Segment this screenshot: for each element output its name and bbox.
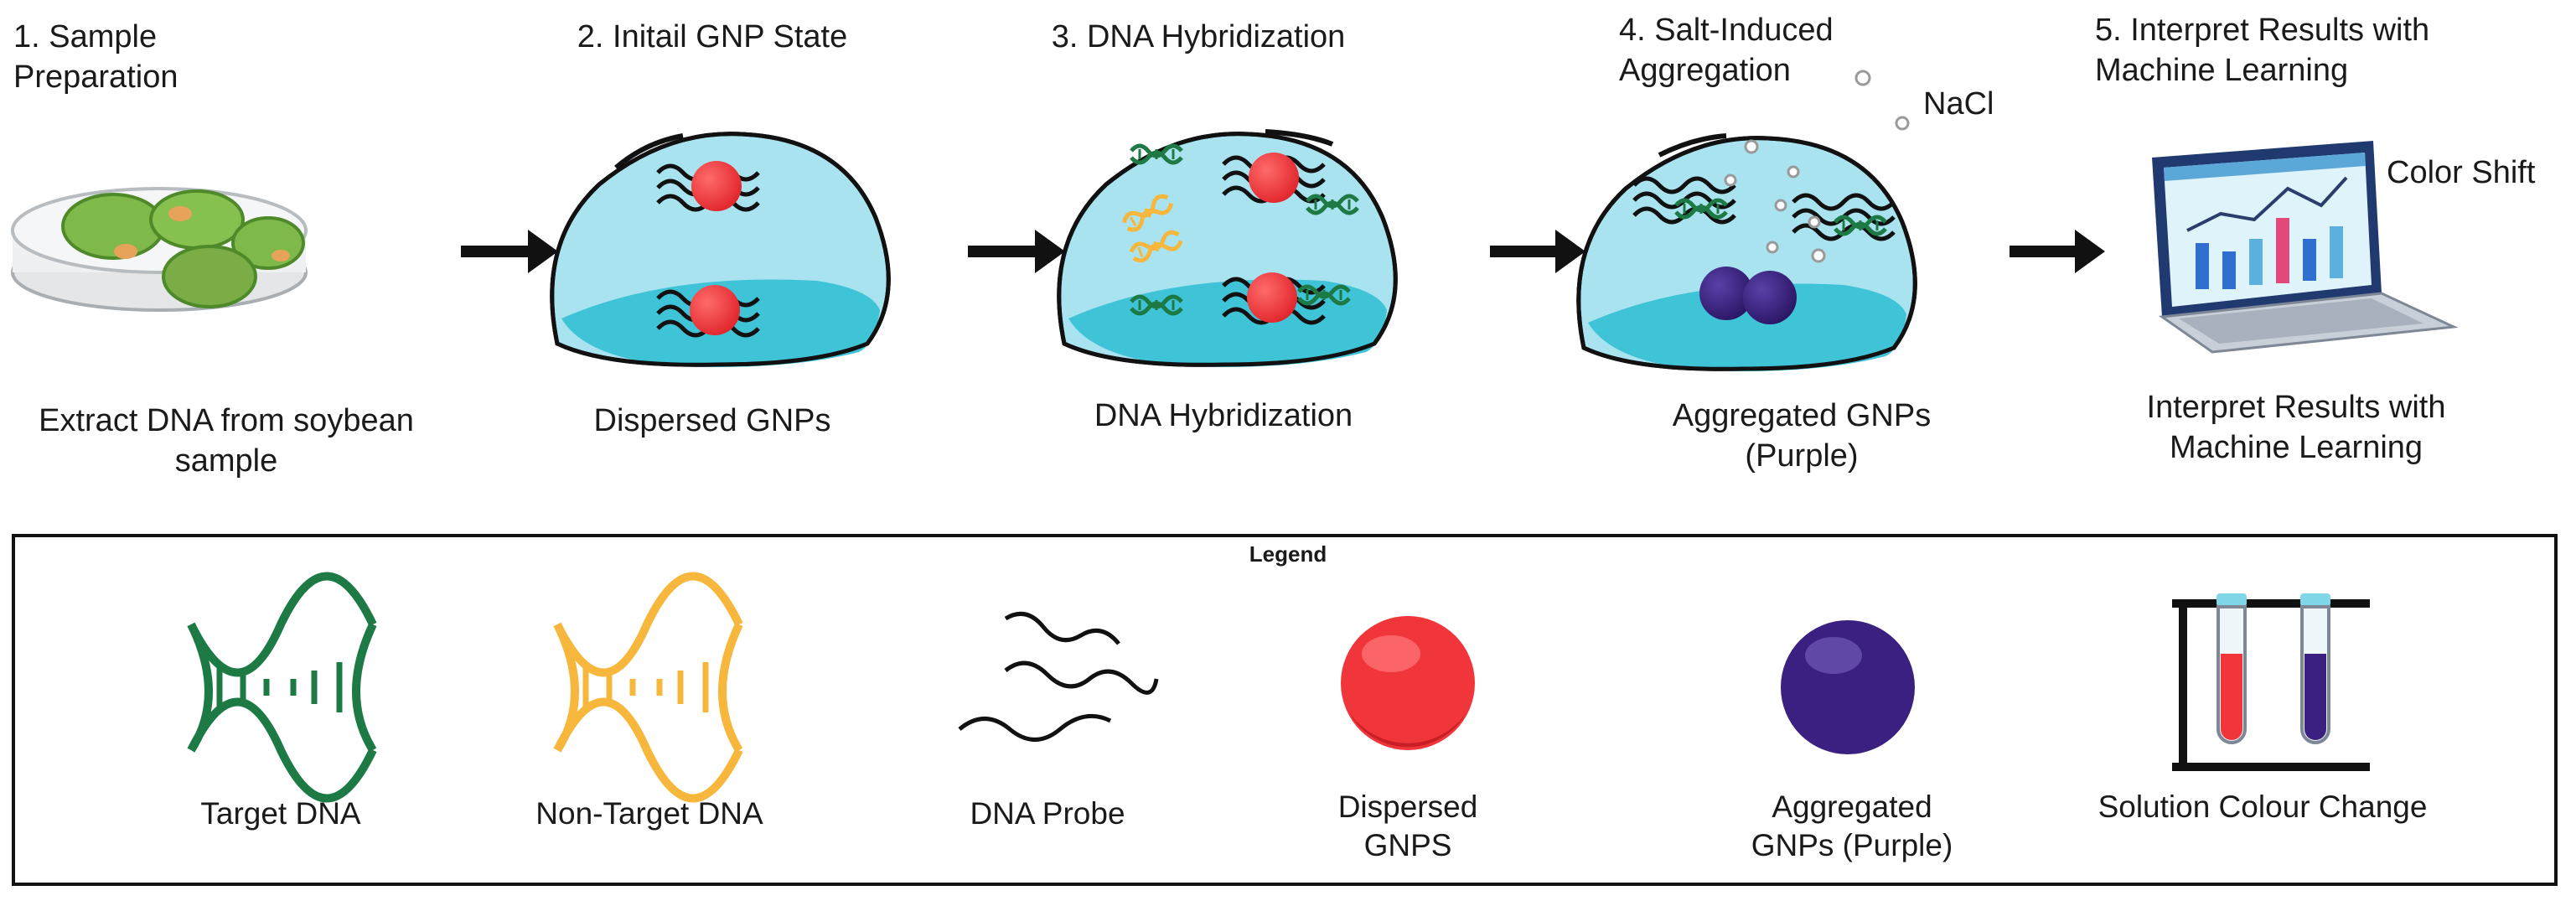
dna-probe-icon	[958, 611, 1159, 742]
step-4-title: 4. Salt-Induced Aggregation	[1619, 13, 1834, 88]
color-shift-label: Color Shift	[2387, 155, 2536, 190]
step-5-caption: Interpret Results with Machine Learning	[2146, 390, 2446, 465]
legend-label-aggregated-gnps: Aggregated GNPs (Purple)	[1751, 790, 1953, 862]
step-3-title: 3. DNA Hybridization	[1051, 19, 1346, 54]
legend-title: Legend	[1249, 541, 1327, 567]
arrow-icon	[2010, 230, 2105, 273]
step-1-caption: Extract DNA from soybean sample	[39, 403, 414, 479]
arrow-icon	[461, 230, 558, 273]
droplet-hybridization-icon	[1059, 129, 1396, 367]
step-1-title: 1. Sample Preparation	[13, 19, 178, 95]
legend-label-target-dna: Target DNA	[200, 796, 361, 831]
target-dna-icon	[187, 572, 377, 803]
step-4-caption: Aggregated GNPs (Purple)	[1672, 398, 1932, 474]
arrow-icon	[1490, 230, 1585, 273]
laptop-chart-icon	[2152, 141, 2459, 354]
non-target-dna-icon	[553, 572, 743, 803]
legend-label-solution-colour-change: Solution Colour Change	[2098, 790, 2428, 824]
legend-label-dna-probe: DNA Probe	[970, 796, 1125, 831]
dispersed-gnp-icon	[1341, 616, 1475, 750]
aggregated-gnp-icon	[1781, 620, 1915, 754]
workflow-illustration	[11, 70, 2459, 371]
test-tubes-icon	[2172, 593, 2370, 771]
step-2-caption: Dispersed GNPs	[593, 403, 831, 438]
step-5-title: 5. Interpret Results with Machine Learni…	[2095, 13, 2430, 88]
step-2-title: 2. Initail GNP State	[577, 19, 848, 54]
legend-label-non-target-dna: Non-Target DNA	[535, 796, 763, 831]
nacl-label: NaCl	[1923, 86, 1994, 122]
droplet-aggregated-icon	[1579, 70, 1916, 371]
legend-icons	[187, 572, 2370, 803]
legend-label-dispersed-gnps: Dispersed GNPS	[1337, 790, 1478, 862]
arrow-icon	[968, 230, 1065, 273]
legend-box	[12, 534, 2558, 886]
petri-dish-icon	[11, 187, 308, 312]
step-3-caption: DNA Hybridization	[1094, 398, 1353, 433]
droplet-dispersed-icon	[552, 134, 889, 367]
